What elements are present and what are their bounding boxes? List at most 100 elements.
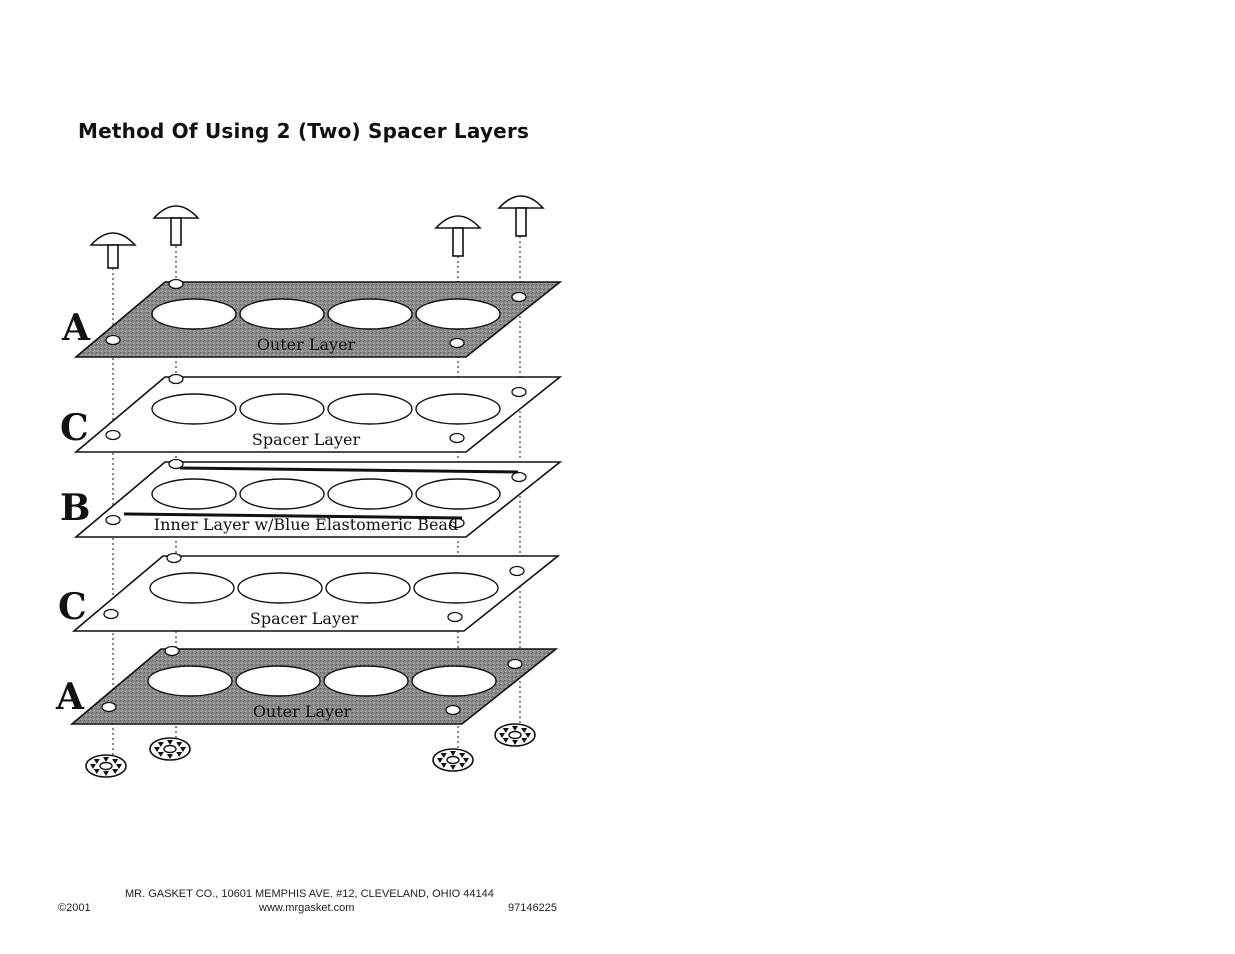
- bolt-head: [152, 205, 200, 219]
- page-title: Method Of Using 2 (Two) Spacer Layers: [78, 119, 530, 143]
- bolt-hole: [511, 291, 527, 303]
- washer-tooth: [463, 758, 469, 763]
- washer-tooth: [103, 757, 109, 762]
- bolt-hole: [103, 608, 119, 620]
- cylinder-bore: [413, 572, 499, 604]
- bolt-shank: [170, 217, 182, 246]
- washer-tooth: [167, 754, 173, 759]
- washer-tooth: [450, 751, 456, 756]
- bolt-icon: [434, 215, 482, 257]
- website: www.mrgasket.com: [259, 902, 355, 914]
- cylinder-bore: [149, 572, 235, 604]
- washer-tooth: [440, 753, 447, 759]
- cylinder-bore: [239, 298, 325, 330]
- layer-2: C Spacer Layer: [60, 373, 563, 453]
- bolt-hole: [511, 471, 527, 483]
- washer-tooth: [157, 751, 164, 757]
- copyright: ©2001: [58, 902, 91, 914]
- washer-tooth: [93, 759, 100, 765]
- bolt-hole: [105, 429, 121, 441]
- bolt-hole: [509, 565, 525, 577]
- cylinder-bore: [415, 478, 501, 510]
- cylinder-bore: [327, 393, 413, 425]
- washer-tooth: [521, 737, 528, 743]
- layer-caption: Spacer Layer: [252, 430, 361, 449]
- elastomeric-bead: [123, 512, 463, 520]
- washer-tooth: [112, 768, 119, 774]
- washer-tooth: [525, 733, 531, 738]
- company-address: MR. GASKET CO., 10601 MEMPHIS AVE. #12, …: [125, 888, 494, 900]
- cylinder-bore: [239, 393, 325, 425]
- bolt-hole: [507, 658, 523, 670]
- washer-tooth: [459, 762, 466, 768]
- layer-letter: A: [55, 676, 85, 718]
- cylinder-bore: [151, 298, 237, 330]
- washer-tooth: [176, 751, 183, 757]
- layer-letter: C: [60, 407, 89, 449]
- washer-tooth: [521, 728, 528, 734]
- bolt-hole: [164, 645, 180, 657]
- washer-tooth: [440, 762, 447, 768]
- bolt-hole: [447, 611, 463, 623]
- washer-tooth: [167, 740, 173, 745]
- fastener-hardware: [85, 195, 545, 778]
- lock-washer-icon: [432, 748, 474, 772]
- layer-letter: B: [60, 487, 90, 529]
- washer-tooth: [176, 742, 183, 748]
- washer-tooth: [502, 728, 509, 734]
- cylinder-bore: [323, 665, 409, 697]
- cylinder-bore: [327, 478, 413, 510]
- washer-tooth: [437, 758, 443, 763]
- layer-caption: Outer Layer: [253, 702, 352, 721]
- washer-tooth: [103, 771, 109, 776]
- bolt-icon: [497, 195, 545, 237]
- bolt-head: [497, 195, 545, 209]
- layer-caption: Inner Layer w/Blue Elastomeric Bead: [154, 515, 458, 534]
- washer-tooth: [450, 765, 456, 770]
- bolt-hole: [168, 458, 184, 470]
- cylinder-bore: [151, 478, 237, 510]
- bolt-hole: [449, 337, 465, 349]
- bolt-hole: [168, 373, 184, 385]
- washer-hole: [163, 744, 177, 754]
- cylinder-bore: [147, 665, 233, 697]
- cylinder-bore: [415, 393, 501, 425]
- bolt-hole: [445, 704, 461, 716]
- washer-tooth: [90, 764, 96, 769]
- layer-caption: Spacer Layer: [250, 609, 359, 628]
- bolt-hole: [105, 514, 121, 526]
- bolt-hole: [511, 386, 527, 398]
- washer-tooth: [180, 747, 186, 752]
- cylinder-bore: [151, 393, 237, 425]
- washer-hole: [508, 730, 522, 740]
- cylinder-bore: [239, 478, 325, 510]
- bolt-hole: [168, 278, 184, 290]
- layer-3: B Inner Layer w/Blue Elastomeric Bead: [60, 458, 563, 538]
- washer-hole: [446, 755, 460, 765]
- bolt-hole: [101, 701, 117, 713]
- bolt-icon: [152, 205, 200, 246]
- elastomeric-bead: [179, 466, 519, 474]
- lock-washer-icon: [149, 737, 191, 761]
- washer-tooth: [154, 747, 160, 752]
- cylinder-bore: [325, 572, 411, 604]
- cylinder-bore: [235, 665, 321, 697]
- lock-washer-icon: [494, 723, 536, 747]
- bolt-icon: [89, 232, 137, 269]
- washer-tooth: [112, 759, 119, 765]
- washer-tooth: [502, 737, 509, 743]
- layer-letter: A: [61, 307, 91, 349]
- layer-letter: C: [58, 586, 87, 628]
- washer-tooth: [459, 753, 466, 759]
- part-number: 97146225: [508, 902, 557, 914]
- bolt-shank: [515, 207, 527, 237]
- bolt-hole: [105, 334, 121, 346]
- washer-tooth: [116, 764, 122, 769]
- cylinder-bore: [411, 665, 497, 697]
- cylinder-bore: [415, 298, 501, 330]
- washer-tooth: [93, 768, 100, 774]
- washer-tooth: [499, 733, 505, 738]
- washer-tooth: [512, 726, 518, 731]
